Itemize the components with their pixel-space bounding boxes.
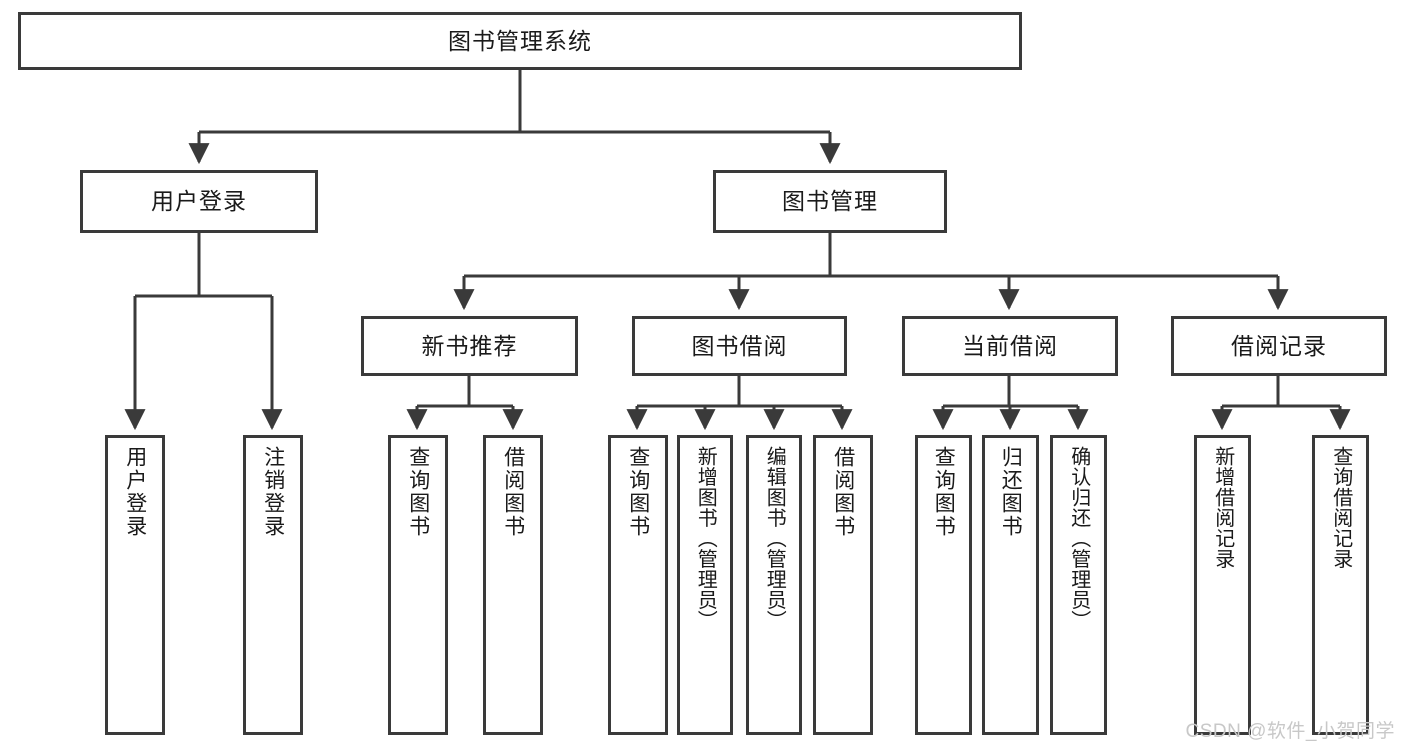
csdn-watermark: CSDN @软件_小贺同学 <box>1185 721 1395 742</box>
node-label: 确认归还（管理员） <box>1067 446 1090 631</box>
node-leaf-user-login[interactable]: 用户登录 <box>105 435 165 735</box>
node-leaf-edit-book-admin[interactable]: 编辑图书（管理员） <box>746 435 802 735</box>
node-label: 用户登录 <box>123 446 147 538</box>
node-label: 借阅图书 <box>831 446 855 538</box>
node-label: 新增图书（管理员） <box>694 446 717 631</box>
node-label: 查询图书 <box>406 446 430 538</box>
node-label: 查询借阅记录 <box>1329 446 1352 569</box>
node-leaf-query-borrow-record[interactable]: 查询借阅记录 <box>1312 435 1369 735</box>
node-leaf-add-borrow-record[interactable]: 新增借阅记录 <box>1194 435 1251 735</box>
node-label: 查询图书 <box>932 446 956 538</box>
node-leaf-add-book-admin[interactable]: 新增图书（管理员） <box>677 435 733 735</box>
node-label: 归还图书 <box>999 446 1023 538</box>
node-label: 借阅图书 <box>501 446 525 538</box>
node-label: 查询图书 <box>626 446 650 538</box>
node-label: 当前借阅 <box>962 332 1058 359</box>
node-root-book-management-system[interactable]: 图书管理系统 <box>18 12 1022 70</box>
node-current-borrow[interactable]: 当前借阅 <box>902 316 1118 376</box>
node-leaf-query-book-current[interactable]: 查询图书 <box>915 435 972 735</box>
node-label: 新增借阅记录 <box>1211 446 1234 569</box>
node-leaf-logout[interactable]: 注销登录 <box>243 435 303 735</box>
node-user-login[interactable]: 用户登录 <box>80 170 318 233</box>
node-label: 注销登录 <box>261 446 285 538</box>
node-label: 新书推荐 <box>421 332 518 359</box>
node-label: 图书借阅 <box>691 332 788 359</box>
node-label: 编辑图书（管理员） <box>763 446 786 631</box>
node-leaf-query-book-borrow[interactable]: 查询图书 <box>608 435 668 735</box>
node-label: 借阅记录 <box>1231 332 1327 359</box>
node-leaf-return-book[interactable]: 归还图书 <box>982 435 1039 735</box>
node-leaf-confirm-return-admin[interactable]: 确认归还（管理员） <box>1050 435 1107 735</box>
node-leaf-borrow-book[interactable]: 借阅图书 <box>813 435 873 735</box>
node-new-book-recommend[interactable]: 新书推荐 <box>361 316 578 376</box>
node-book-borrow[interactable]: 图书借阅 <box>632 316 847 376</box>
node-label: 用户登录 <box>151 188 247 215</box>
node-label: 图书管理 <box>782 188 878 215</box>
node-book-management[interactable]: 图书管理 <box>713 170 947 233</box>
node-label: 图书管理系统 <box>448 27 592 54</box>
node-leaf-query-book-recommend[interactable]: 查询图书 <box>388 435 448 735</box>
node-leaf-borrow-book-recommend[interactable]: 借阅图书 <box>483 435 543 735</box>
node-borrow-record[interactable]: 借阅记录 <box>1171 316 1387 376</box>
